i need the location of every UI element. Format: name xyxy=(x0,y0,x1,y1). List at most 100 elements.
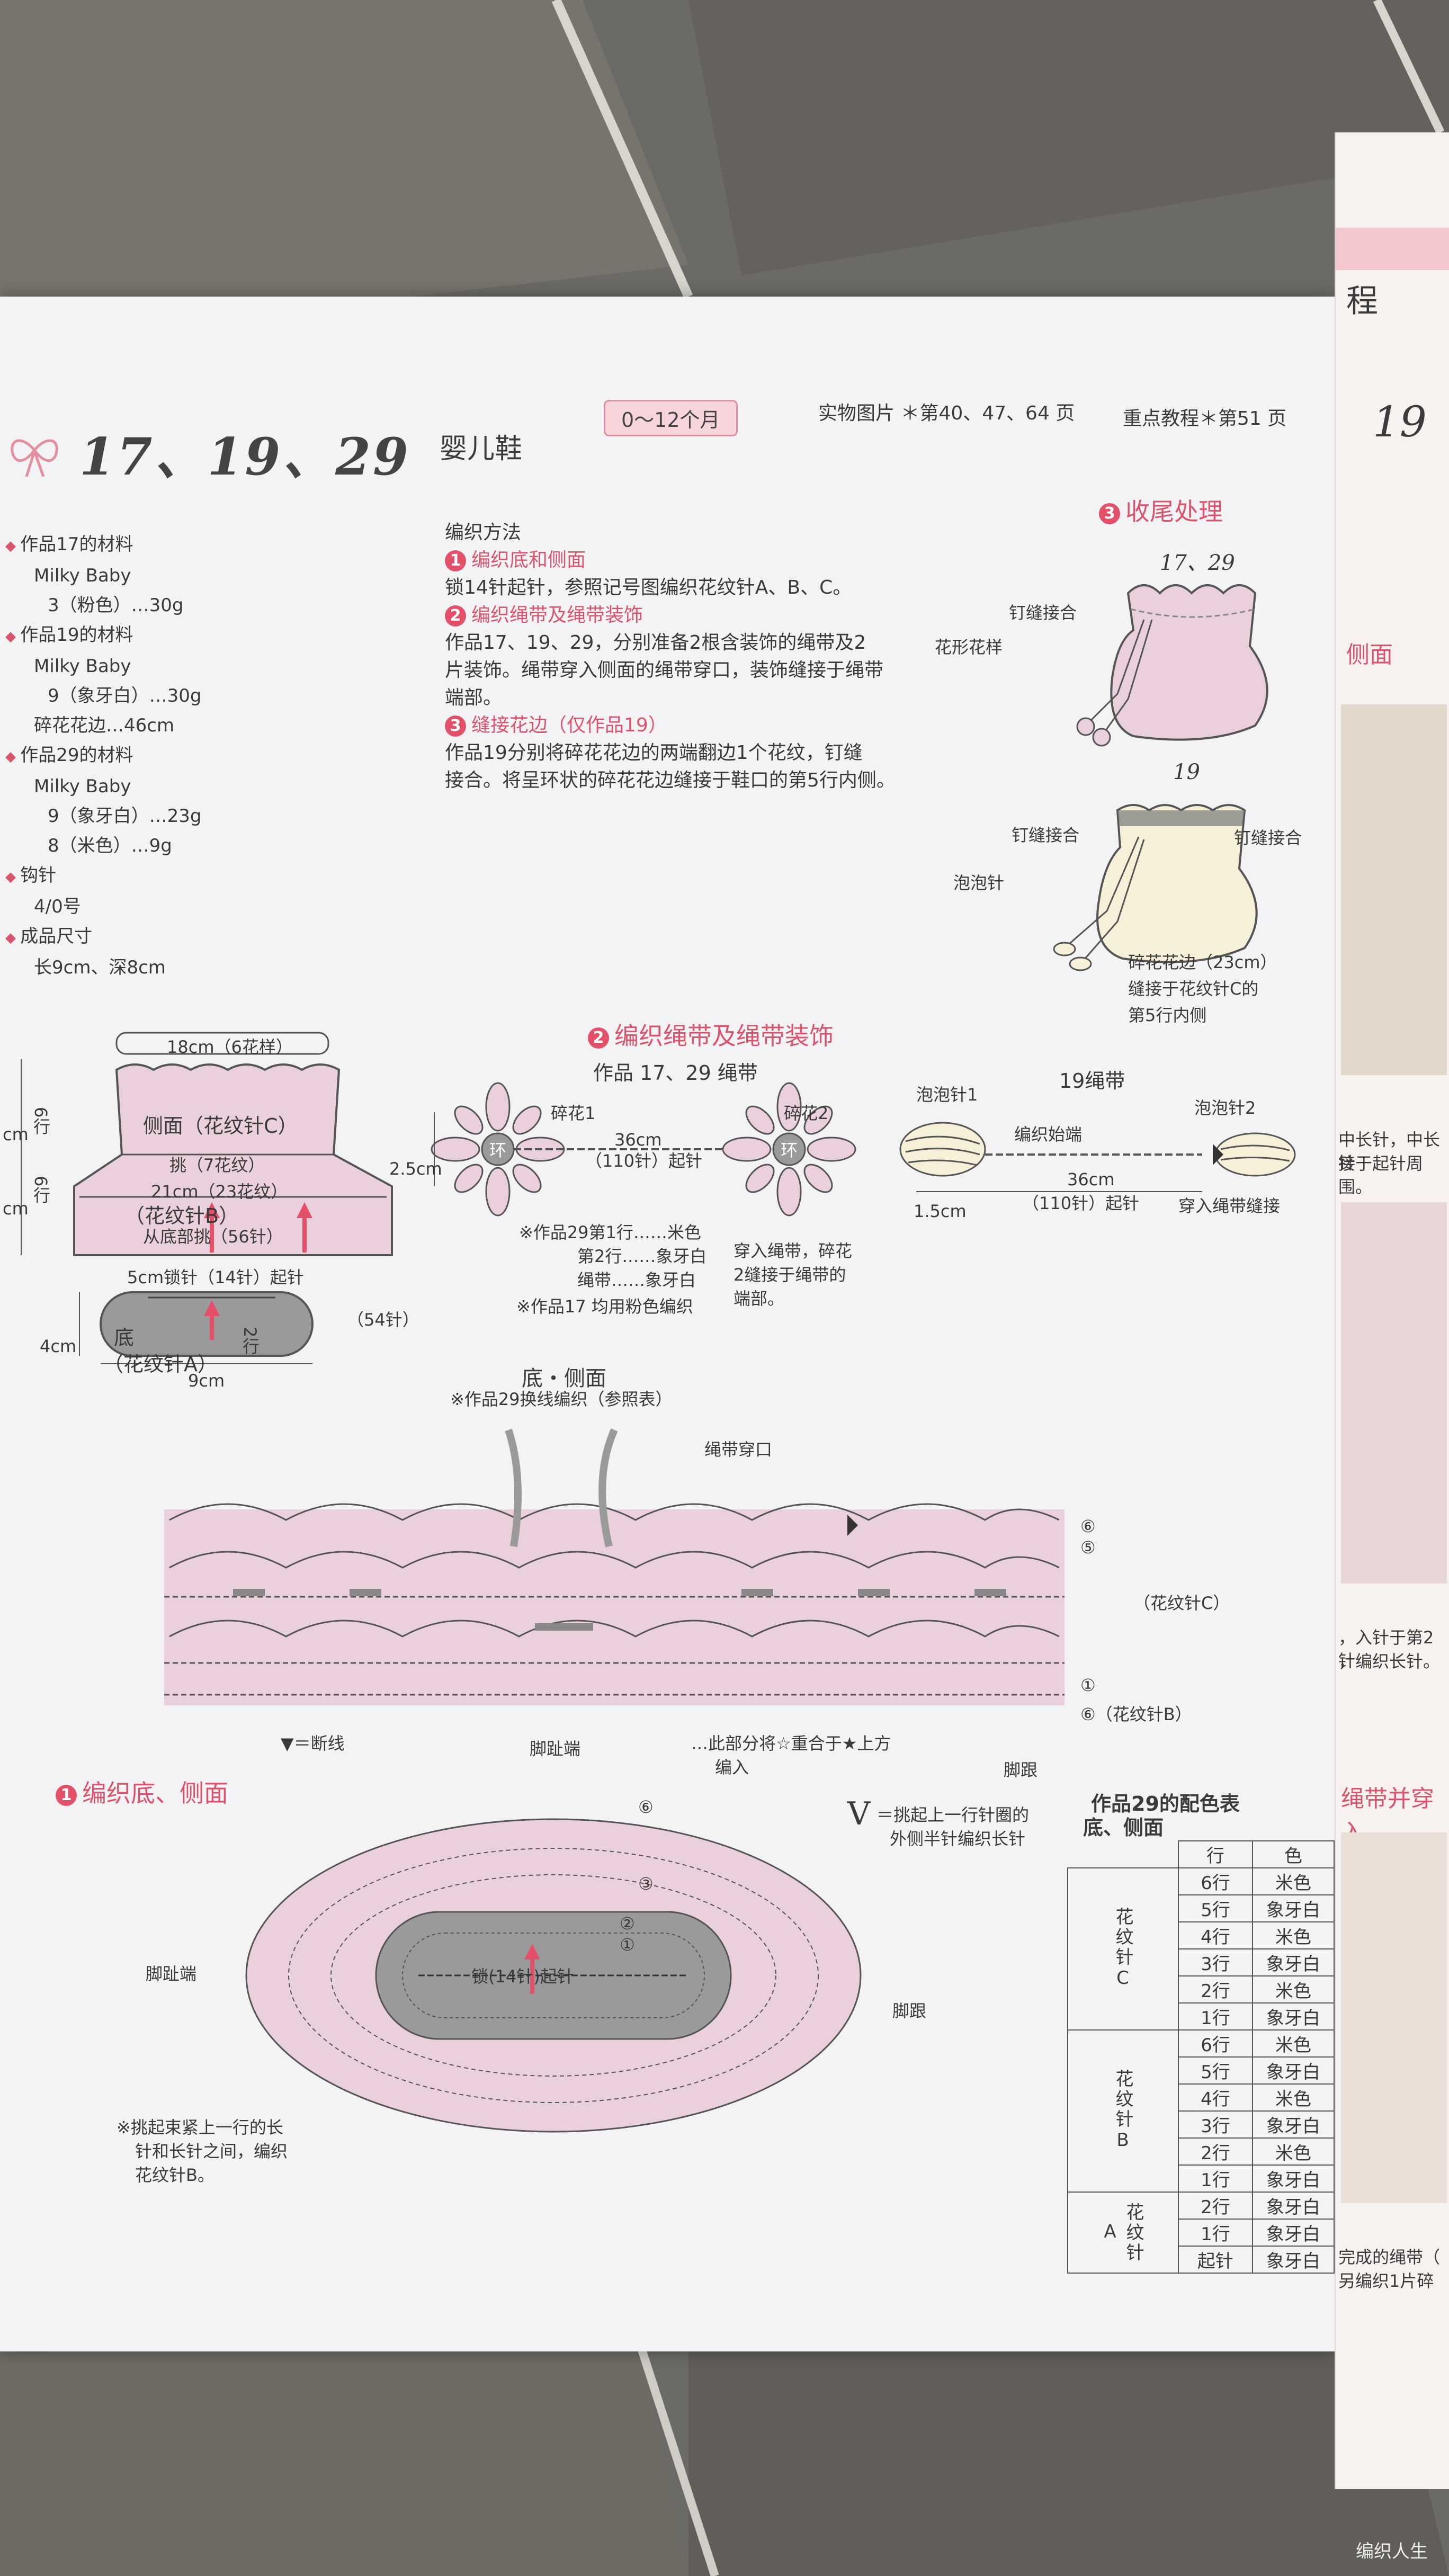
chart2-note-3: 花纹针B。 xyxy=(135,2165,214,2185)
color-table-row: 5行象牙白 xyxy=(1068,2056,1335,2085)
next-page-photo-3 xyxy=(1341,1832,1447,2203)
color-table-row-label: 起针 xyxy=(1178,2246,1253,2274)
schematic-band-label: （花纹针B） xyxy=(124,1204,239,1228)
schematic-sole-stitches: （54针） xyxy=(347,1310,419,1330)
cord-19-chain: （110针）起针 xyxy=(1022,1193,1140,1213)
method-title: 编织方法 xyxy=(445,522,522,543)
front-loop-dc-icon: V xyxy=(847,1795,871,1832)
finished-shoe-17-29 xyxy=(1076,584,1268,747)
puff-stitch-1-icon xyxy=(899,1122,986,1177)
cord-height: 2.5cm xyxy=(389,1159,442,1179)
hook-size: 4/0号 xyxy=(34,896,81,917)
shoe-schematic xyxy=(21,1032,393,1364)
size-title: 成品尺寸 xyxy=(5,922,302,953)
chart2-legend-2: 外侧半针编织长针 xyxy=(890,1829,1026,1849)
step1-badge: 1 xyxy=(445,550,466,571)
cord-19-pass: 穿入绳带缝接 xyxy=(1178,1196,1281,1216)
color-table-row-label: 1行 xyxy=(1178,2002,1253,2031)
color-table-color: 象牙白 xyxy=(1251,2002,1335,2031)
next-page-text-5: 完成的绳带（ xyxy=(1338,2247,1441,2267)
color-table-color: 象牙白 xyxy=(1251,1894,1335,1922)
color-table-color: 象牙白 xyxy=(1251,2056,1335,2085)
cord-19-subtitle: 19绳带 xyxy=(1059,1069,1125,1093)
color-table-group: 花纹针C xyxy=(1067,1867,1179,2031)
cord-pass-1: 穿入绳带，碎花 xyxy=(734,1241,853,1261)
color-table-row-label: 2行 xyxy=(1178,2137,1253,2166)
color-table-row-label: 5行 xyxy=(1178,2056,1253,2085)
next-page-text-4: ，编织长针。 xyxy=(1338,1651,1441,1671)
work-numbers: 17、19、29 xyxy=(79,427,410,487)
color-table-row: 4行米色 xyxy=(1068,2083,1335,2112)
schematic-sole-label: 底 xyxy=(114,1326,135,1349)
chart2-chain-label: 锁(14针)起针 xyxy=(471,1966,574,1987)
flower-1-icon xyxy=(431,1082,565,1217)
color-table-row: 2行米色 xyxy=(1068,1975,1335,2003)
materials-19-yarn: Milky Baby xyxy=(34,656,131,677)
chart2-row1: ① xyxy=(620,1935,635,1955)
color-table-row: 1行象牙白 xyxy=(1068,2002,1335,2031)
next-page-peek: 程 19 侧面 中长针，中长针 接于起针周围。 ，入针于第2针 ，编织长针。 绳… xyxy=(1335,132,1449,2489)
cord-19-start: 编织始端 xyxy=(1014,1124,1083,1144)
cord-loop-1: 环 xyxy=(489,1140,507,1160)
color-table-color: 象牙白 xyxy=(1251,2219,1335,2247)
cord-19-length: 36cm xyxy=(1067,1169,1115,1189)
photo-reference: 实物图片 ＊第40、47、64 页 xyxy=(818,402,1075,424)
color-table-group: 花纹针A xyxy=(1067,2192,1179,2274)
chart1-cut-legend: ▼＝断线 xyxy=(281,1733,345,1754)
materials-29-title: 作品29的材料 xyxy=(5,740,302,772)
chart2-row3: ③ xyxy=(638,1874,654,1894)
cord-note-17: ※作品17 均用粉色编织 xyxy=(516,1296,693,1317)
puff-stitch-2-icon xyxy=(1213,1132,1296,1177)
color-table-header-color: 色 xyxy=(1251,1840,1335,1868)
site-watermark: 编织人生 xyxy=(1356,2541,1428,2562)
chart1-pattern-c: （花纹针C） xyxy=(1133,1593,1230,1613)
cord-19-diagram xyxy=(899,1122,1296,1192)
color-table-row-label: 5行 xyxy=(1178,1894,1253,1922)
color-table-row: 起针象牙白 xyxy=(1068,2246,1335,2274)
chart2-heel: 脚跟 xyxy=(892,2001,927,2021)
cut-mark-icon: ▼ xyxy=(281,1733,294,1754)
schematic-height-b: cm xyxy=(3,1198,29,1219)
next-page-heading: 程 xyxy=(1346,283,1378,320)
materials-19-title: 作品19的材料 xyxy=(5,620,302,651)
chart1-overlap-2: 编入 xyxy=(715,1757,749,1777)
chart1-row6: ⑥ xyxy=(1080,1516,1096,1536)
finished-shoe-19 xyxy=(1053,804,1258,971)
schematic-chain: 5cm锁针（14针）起针 xyxy=(127,1267,304,1287)
next-page-text-6: 另编织1片碎 xyxy=(1338,2271,1434,2291)
color-table-color: 米色 xyxy=(1251,2137,1335,2166)
chart2-row2: ② xyxy=(620,1913,635,1934)
chart1-row1: ① xyxy=(1080,1675,1096,1695)
cord-flower-1-label: 碎花1 xyxy=(551,1103,596,1123)
color-table-color: 象牙白 xyxy=(1251,1948,1335,1976)
color-table-row-label: 4行 xyxy=(1178,2083,1253,2112)
method-step3-text2: 接合。将呈环状的碎花花边缝接于鞋口的第5行内侧。 xyxy=(445,770,896,791)
schematic-sole-stitch: （花纹针A） xyxy=(103,1353,218,1376)
schematic-pick-label: 挑（7花纹） xyxy=(169,1155,265,1175)
color-table-row: 3行象牙白 xyxy=(1068,2110,1335,2139)
chart2-legend-1: ＝挑起上一行针圈的 xyxy=(876,1805,1030,1825)
color-table-color: 象牙白 xyxy=(1251,2246,1335,2274)
next-page-header-band xyxy=(1336,228,1449,270)
book-page: 17、19、29 婴儿鞋 0～12个月 实物图片 ＊第40、47、64 页 重点… xyxy=(0,297,1335,2351)
stitch-chart-band xyxy=(164,1428,1065,1705)
cord-17-29-diagram xyxy=(431,1082,856,1217)
materials-17-yarn: Milky Baby xyxy=(34,565,131,586)
method-step2-text2: 片装饰。绳带穿入侧面的绳带穿口，装饰缝接于绳带 xyxy=(445,659,884,681)
cord-note-29-cord: 绳带……象牙白 xyxy=(577,1270,696,1290)
cord-19-puff-2: 泡泡针2 xyxy=(1194,1098,1256,1118)
color-table-color: 米色 xyxy=(1251,1975,1335,2003)
chart2-badge: 1 xyxy=(56,1784,77,1806)
schematic-height-a: cm xyxy=(3,1124,29,1144)
next-page-section: 侧面 xyxy=(1346,641,1393,668)
method-step3-text1: 作品19分别将碎花花边的两端翻边1个花纹，钉缝 xyxy=(445,742,863,764)
schematic-rows-b: 6行 xyxy=(31,1176,51,1204)
cord-badge: 2 xyxy=(588,1027,609,1049)
color-table-color: 象牙白 xyxy=(1251,2192,1335,2220)
materials-29-color2: 8（米色）…9g xyxy=(48,835,172,856)
chart1-pattern-b: ⑥（花纹针B） xyxy=(1080,1704,1192,1724)
finish-flower-label: 花形花样 xyxy=(935,637,1003,657)
